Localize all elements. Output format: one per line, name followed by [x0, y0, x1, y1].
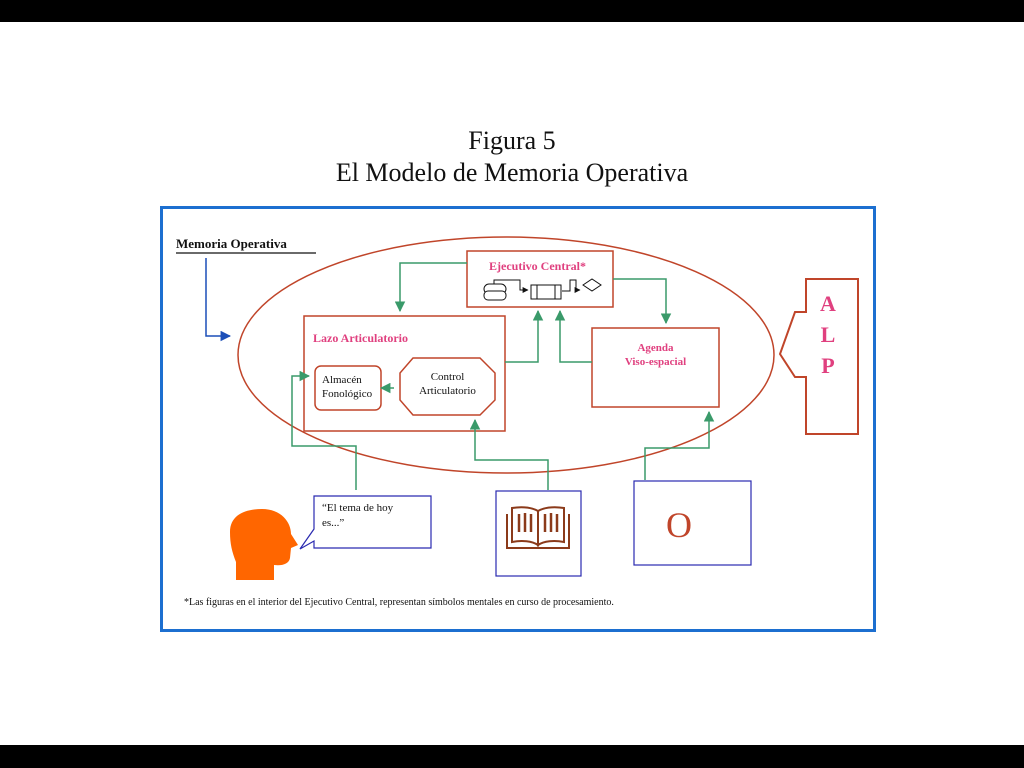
visual-letter: O [666, 505, 692, 545]
head-icon [230, 509, 298, 580]
figure-number: Figura 5 [468, 126, 556, 155]
phonological-store-label: Almacén Fonológico [322, 374, 373, 400]
ltm-letter-a: A [820, 291, 836, 316]
ltm-arrow [778, 278, 859, 435]
ltm-letter-p: P [821, 353, 835, 378]
ltm-letter-l: L [820, 322, 836, 347]
phonological-loop-label: Lazo Articulatorio [313, 331, 408, 345]
footnote: *Las figuras en el interior del Ejecutiv… [184, 597, 614, 608]
visual-input-box [633, 480, 752, 566]
ltm-label: A L P [806, 288, 850, 381]
flowchart-symbols-icon [483, 278, 602, 301]
figure-title: El Modelo de Memoria Operativa [335, 158, 689, 187]
speech-bubble-icon [299, 495, 432, 550]
visuospatial-label: Agenda Viso-espacial [624, 342, 687, 368]
speech-text: “El tema de hoy es...” [322, 502, 394, 529]
memory-ellipse [237, 236, 775, 474]
visuospatial-sketchpad-box [591, 327, 720, 408]
diagram-frame [160, 206, 876, 632]
container-label: Memoria Operativa [176, 236, 287, 251]
articulatory-control-box [399, 357, 496, 416]
container-arrow [205, 258, 232, 342]
connections [291, 262, 715, 490]
open-book-icon [506, 506, 570, 549]
articulatory-control-label: Control Articulatorio [419, 371, 476, 397]
central-executive-label: Ejecutivo Central* [489, 259, 586, 273]
